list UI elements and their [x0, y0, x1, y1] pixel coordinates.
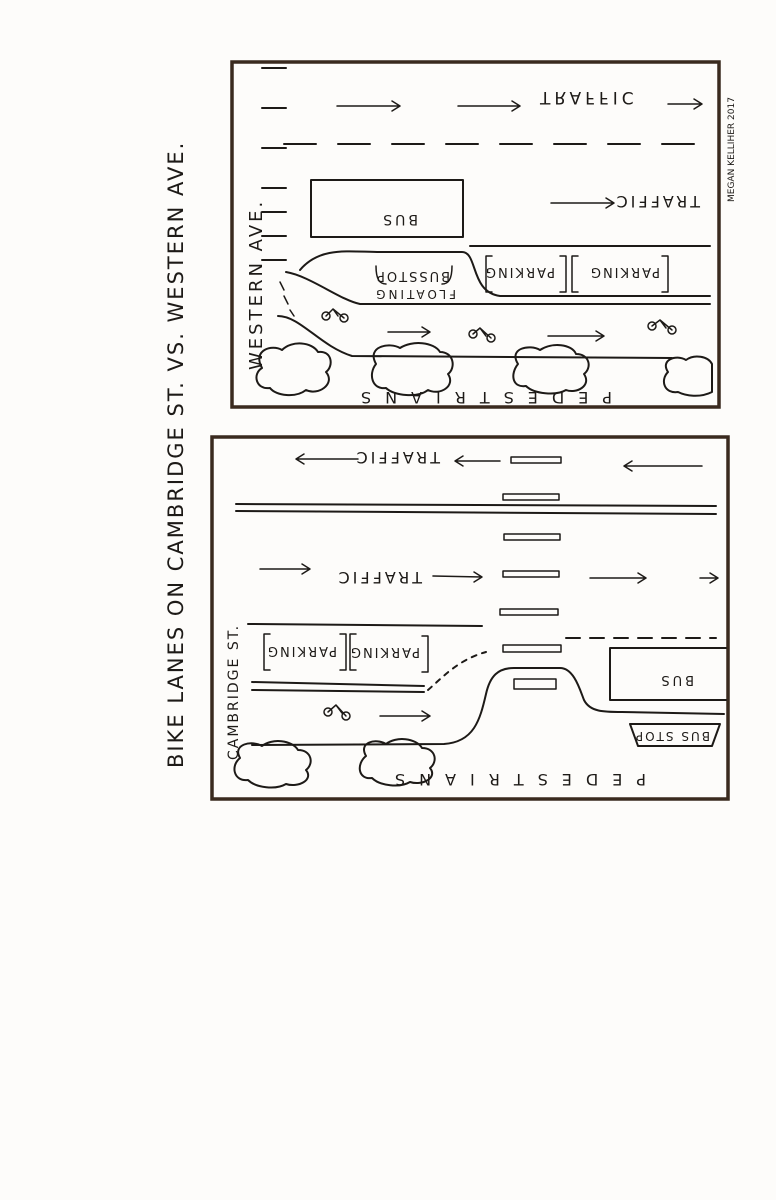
cambridge-parking-2: PARKING — [349, 644, 420, 659]
arrow-right-icon — [336, 100, 401, 112]
western-parking-1: PARKING — [484, 264, 555, 279]
parking-bracket — [571, 255, 579, 293]
parking-bracket — [349, 633, 357, 671]
arrow-right-icon — [457, 100, 521, 112]
tree-icon — [512, 344, 590, 395]
western-parking-2: PARKING — [589, 264, 660, 279]
crosswalk-stripe — [502, 644, 562, 653]
floating-bus-stop-island-bottom — [285, 271, 711, 305]
parking-western: PARKING PARKING — [484, 255, 669, 293]
curb-bump-out — [251, 667, 725, 746]
parking-cambridge: PARKING PARKING — [263, 633, 429, 673]
parking-bracket — [559, 255, 567, 293]
cambridge-traffic-middle-label: TRAFFIC — [336, 568, 423, 587]
traffic-arrows-top — [336, 98, 703, 112]
arrow-right-icon — [550, 197, 615, 209]
crosswalk-stripe — [503, 533, 561, 541]
crosswalk-stripe — [499, 608, 559, 616]
artist-signature: MEGAN KELLIHER 2017 — [727, 97, 737, 202]
bike-icon — [647, 319, 677, 335]
arrow-right-icon — [432, 571, 483, 583]
cambridge-panel-frame — [210, 435, 730, 801]
arrow-right-icon — [379, 710, 431, 722]
floating-label: FLOATING — [373, 287, 456, 301]
bike-lane-dotted-line — [279, 281, 295, 317]
arrow-right-icon — [699, 572, 719, 584]
tree-icon — [233, 740, 312, 789]
crosswalk — [499, 456, 562, 690]
parking-lane-edge — [251, 681, 425, 687]
cambridge-parking-1: PARKING — [266, 643, 337, 658]
arrow-right-icon — [667, 98, 703, 110]
bike-icon — [468, 327, 496, 343]
bus-western — [310, 179, 464, 238]
bike-icon — [321, 308, 349, 323]
western-bus-label: BUS — [380, 211, 418, 227]
tree-icons-western — [255, 342, 713, 397]
cambridge-traffic-top-label: TRAFFIC — [354, 448, 441, 467]
cambridge-bus-label: BUS — [658, 672, 694, 687]
western-traffic-bus-lane-label: TRAFFIC — [614, 192, 701, 211]
arrow-left-icon — [454, 455, 501, 467]
arrow-right-icon — [589, 572, 647, 584]
cambridge-street-label: CAMBRIDGE ST. — [226, 624, 242, 760]
arrow-right-icon — [547, 330, 605, 342]
bus-stop-bracket — [375, 265, 453, 285]
tree-icon — [370, 342, 454, 396]
parking-bracket — [661, 255, 669, 293]
arrow-right-icon — [259, 563, 311, 575]
bike-lane-edge — [277, 315, 673, 359]
arrow-right-icon — [387, 326, 431, 338]
bike-icon — [323, 704, 351, 721]
bus-cambridge — [609, 647, 727, 701]
tree-icon — [255, 342, 332, 396]
arrow-left-icon — [295, 453, 359, 465]
parking-bracket — [263, 633, 271, 671]
western-ave-panel: MEGAN KELLIHER 2017 TRAFFIC BUS TRAFFIC — [230, 60, 737, 409]
cambridge-st-panel: TRAFFIC TRAFFIC — [210, 435, 730, 801]
tree-icon — [662, 355, 713, 397]
tree-icons-cambridge — [233, 738, 436, 789]
parking-bracket — [485, 255, 493, 293]
floating-bus-stop-island-top — [299, 250, 711, 297]
crosswalk-stripe — [502, 493, 560, 501]
parking-bracket — [339, 633, 347, 671]
center-line — [235, 510, 717, 515]
lane-stripes-western — [261, 67, 287, 261]
western-traffic-top-label: TRAFFIC — [539, 87, 638, 107]
arrow-left-icon — [623, 460, 703, 472]
western-pedestrians-label: PEDESTRIANS — [347, 388, 612, 407]
bus-stop-sign — [629, 723, 721, 747]
tree-icon — [358, 738, 436, 787]
western-panel-frame — [230, 60, 721, 409]
crosswalk-stripe — [502, 570, 560, 578]
page-title: BIKE LANES ON CAMBRIDGE ST. VS. WESTERN … — [164, 141, 188, 768]
center-line — [235, 503, 717, 507]
crosswalk-stripe — [510, 456, 562, 464]
cambridge-bus-stop-label: BUS STOP — [634, 729, 710, 743]
cambridge-pedestrians-label: PEDESTRIANS — [381, 770, 646, 789]
western-street-label: WESTERN AVE. — [246, 199, 267, 370]
parking-bracket — [421, 635, 429, 673]
parking-lane-edge — [247, 623, 483, 627]
floating-busstop-label: BUSSTOP — [375, 268, 450, 283]
crosswalk-stripe — [513, 678, 557, 690]
bike-lane-dashed-curve — [427, 651, 487, 691]
parking-lane-edge — [251, 689, 425, 693]
